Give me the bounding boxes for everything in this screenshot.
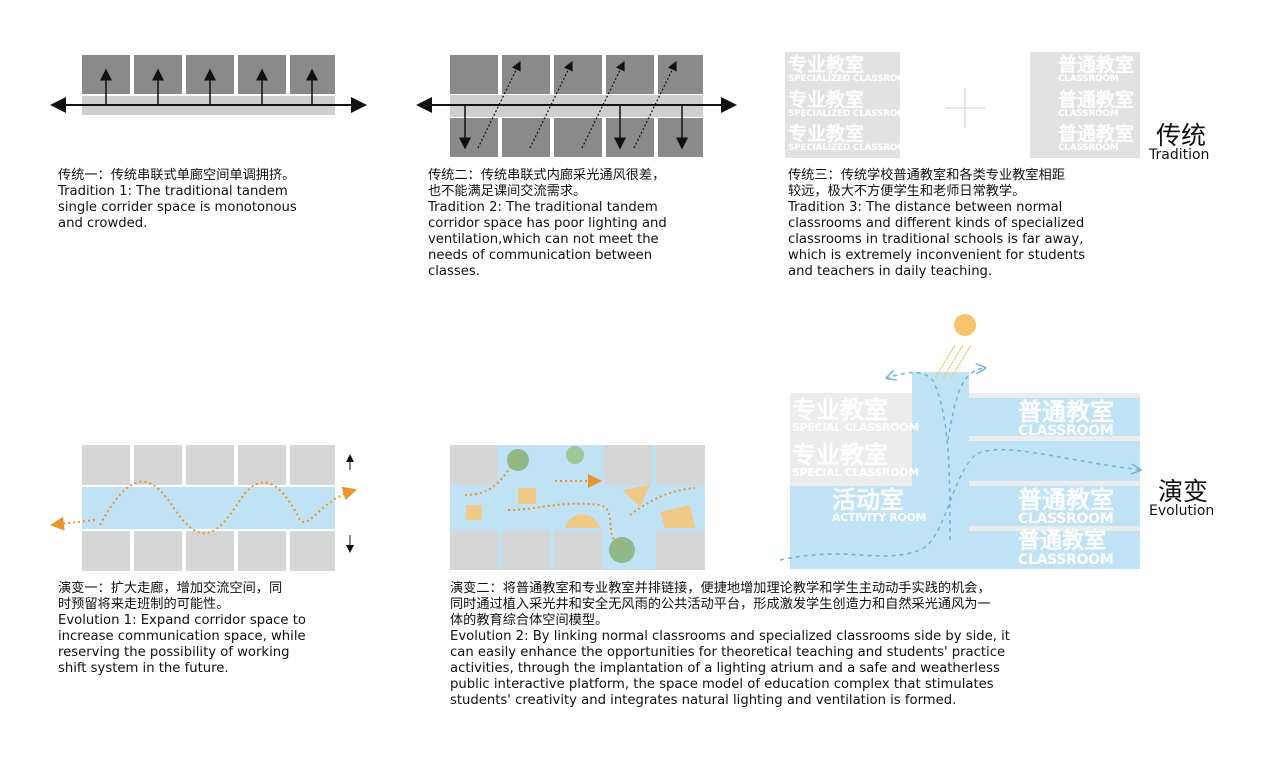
- tradition-2-diagram: [416, 55, 737, 157]
- tradition-title-cn: 传统: [1156, 121, 1207, 150]
- evolution-title-en: Evolution: [1149, 503, 1215, 519]
- tradition-3-diagram: [785, 52, 1140, 158]
- evolution-1-diagram: [50, 445, 357, 571]
- evolution-1-caption: 演变一：扩大走廊，增加交流空间，同 时预留将来走班制的可能性。 Evolutio…: [58, 581, 306, 676]
- evolution-2-diagram: [450, 445, 705, 570]
- evolution-3-diagram: [779, 314, 1140, 569]
- tradition-title-en: Tradition: [1149, 147, 1210, 163]
- tradition-1-caption: 传统一：传统串联式单廊空间单调拥挤。 Tradition 1: The trad…: [58, 168, 297, 231]
- tradition-1-diagram: [50, 55, 367, 115]
- evolution-2-caption: 演变二：将普通教室和专业教室并排链接，便捷地增加理论教学和学生主动动手实践的机会…: [450, 581, 1010, 708]
- tradition-3-caption: 传统三：传统学校普通教室和各类专业教室相距 较远，极大不方便学生和老师日常教学。…: [788, 168, 1086, 279]
- evolution-title-cn: 演变: [1158, 477, 1209, 506]
- tradition-2-caption: 传统二：传统串联式内廊采光通风很差， 也不能满足课间交流需求。 Traditio…: [428, 168, 667, 279]
